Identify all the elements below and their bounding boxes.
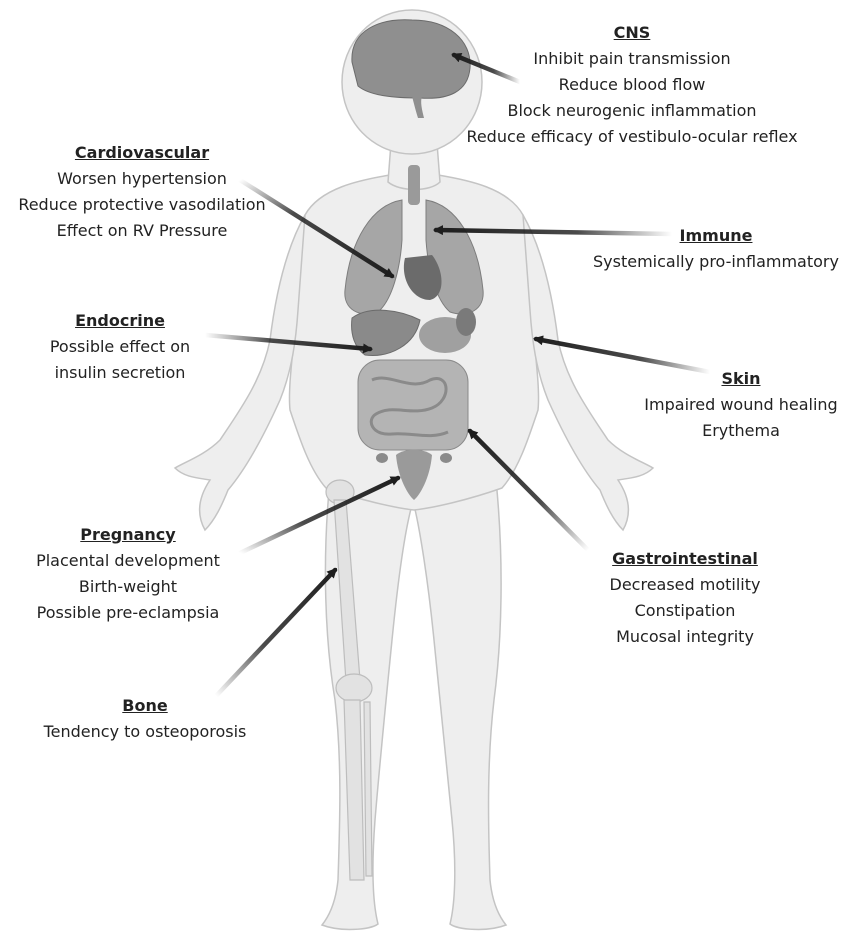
skin-item: Impaired wound healing [633, 392, 849, 418]
pregnancy-item: Birth-weight [2, 574, 254, 600]
cardiovascular-item: Reduce protective vasodilation [2, 192, 282, 218]
label-bone: Bone Tendency to osteoporosis [20, 693, 270, 745]
pregnancy-item: Possible pre-eclampsia [2, 600, 254, 626]
right-leg [414, 480, 506, 929]
spleen [456, 308, 476, 336]
gastrointestinal-title: Gastrointestinal [585, 546, 785, 572]
cns-item: Block neurogenic inflammation [447, 98, 817, 124]
cns-item: Reduce blood flow [447, 72, 817, 98]
label-immune: Immune Systemically pro-inflammatory [576, 223, 853, 275]
endocrine-item: insulin secretion [20, 360, 220, 386]
label-endocrine: Endocrine Possible effect on insulin sec… [20, 308, 220, 386]
pregnancy-item: Placental development [2, 548, 254, 574]
knee-joint [336, 674, 372, 702]
gastrointestinal-item: Mucosal integrity [585, 624, 785, 650]
pregnancy-title: Pregnancy [2, 522, 254, 548]
cardiovascular-title: Cardiovascular [2, 140, 282, 166]
endocrine-title: Endocrine [20, 308, 220, 334]
cns-item: Reduce efficacy of vestibulo-ocular refl… [447, 124, 817, 150]
label-cardiovascular: Cardiovascular Worsen hypertension Reduc… [2, 140, 282, 244]
large-intestine [358, 360, 468, 450]
gastrointestinal-item: Decreased motility [585, 572, 785, 598]
label-skin: Skin Impaired wound healing Erythema [633, 366, 849, 444]
skin-title: Skin [633, 366, 849, 392]
cardiovascular-item: Effect on RV Pressure [2, 218, 282, 244]
cardiovascular-item: Worsen hypertension [2, 166, 282, 192]
right-ovary [440, 453, 452, 463]
label-cns: CNS Inhibit pain transmission Reduce blo… [447, 20, 817, 150]
label-pregnancy: Pregnancy Placental development Birth-we… [2, 522, 254, 626]
immune-item: Systemically pro-inflammatory [576, 249, 853, 275]
gastrointestinal-item: Constipation [585, 598, 785, 624]
bone-item: Tendency to osteoporosis [20, 719, 270, 745]
label-gastrointestinal: Gastrointestinal Decreased motility Cons… [585, 546, 785, 650]
endocrine-item: Possible effect on [20, 334, 220, 360]
bone-title: Bone [20, 693, 270, 719]
left-ovary [376, 453, 388, 463]
cns-item: Inhibit pain transmission [447, 46, 817, 72]
cns-title: CNS [447, 20, 817, 46]
trachea [408, 165, 420, 205]
fibula [364, 702, 372, 876]
skin-item: Erythema [633, 418, 849, 444]
immune-title: Immune [576, 223, 853, 249]
